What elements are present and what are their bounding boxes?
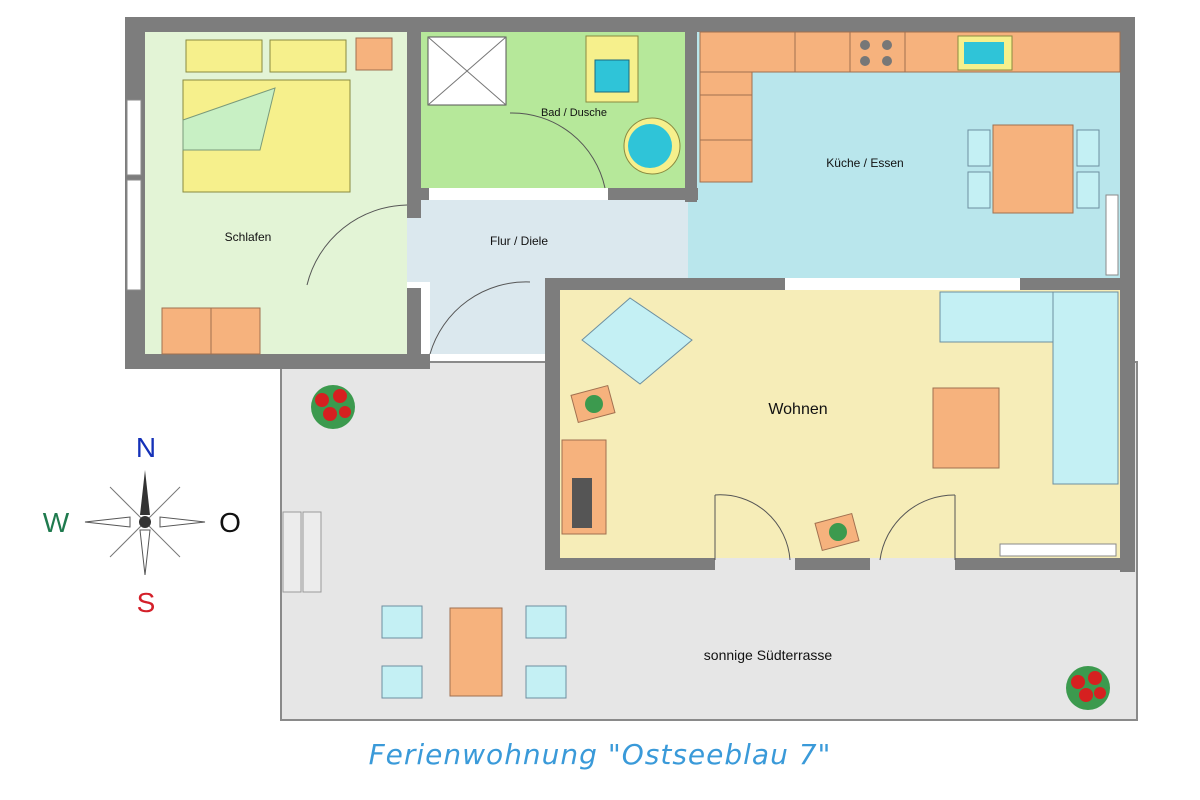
compass-south: S	[137, 587, 156, 618]
room-label-kitchen: Küche / Essen	[826, 156, 903, 170]
compass-east: O	[219, 507, 241, 538]
wardrobe	[161, 307, 261, 355]
kitchen-counter	[699, 31, 1121, 183]
kitchen-window	[1105, 194, 1119, 276]
room-label-living: Wohnen	[768, 401, 827, 418]
room-label-bedroom: Schlafen	[225, 230, 272, 244]
dining-table	[992, 124, 1074, 214]
armchair	[581, 297, 693, 385]
bath-door	[509, 112, 606, 189]
compass-west: W	[43, 507, 70, 538]
living-window	[999, 543, 1117, 557]
plan-caption: Ferienwohnung "Ostseeblau 7"	[368, 738, 832, 771]
toilet-icon	[585, 35, 639, 103]
room-label-hall: Flur / Diele	[490, 234, 548, 248]
dining-chairs	[967, 129, 1100, 209]
flower-pot-icon	[311, 385, 355, 429]
plant-icon	[814, 512, 860, 552]
windows	[126, 99, 142, 291]
room-label-terrace: sonnige Südterrasse	[704, 647, 833, 663]
compass-north: N	[136, 432, 156, 463]
hall-floor	[407, 200, 688, 282]
stove-icon	[860, 40, 892, 66]
room-label-bath: Bad / Dusche	[541, 107, 607, 119]
terrace-chairs	[381, 605, 567, 699]
entrance-door	[429, 281, 531, 355]
bedroom-door	[306, 204, 408, 286]
flower-pot-icon	[1066, 666, 1110, 710]
coffee-table	[932, 387, 1000, 469]
nightstand	[355, 37, 393, 71]
terrace-table	[449, 607, 503, 697]
terrace-door-right	[879, 494, 956, 561]
walls	[125, 17, 1135, 572]
plant-icon	[570, 384, 616, 424]
sofa	[939, 291, 1119, 485]
tv-cabinet	[561, 439, 607, 535]
terrace-door-left	[714, 494, 791, 561]
compass-rose-icon	[84, 470, 206, 576]
terrace-bench	[282, 511, 322, 593]
shower	[427, 36, 507, 106]
hall-extension-floor	[430, 282, 545, 354]
bed	[182, 39, 351, 193]
